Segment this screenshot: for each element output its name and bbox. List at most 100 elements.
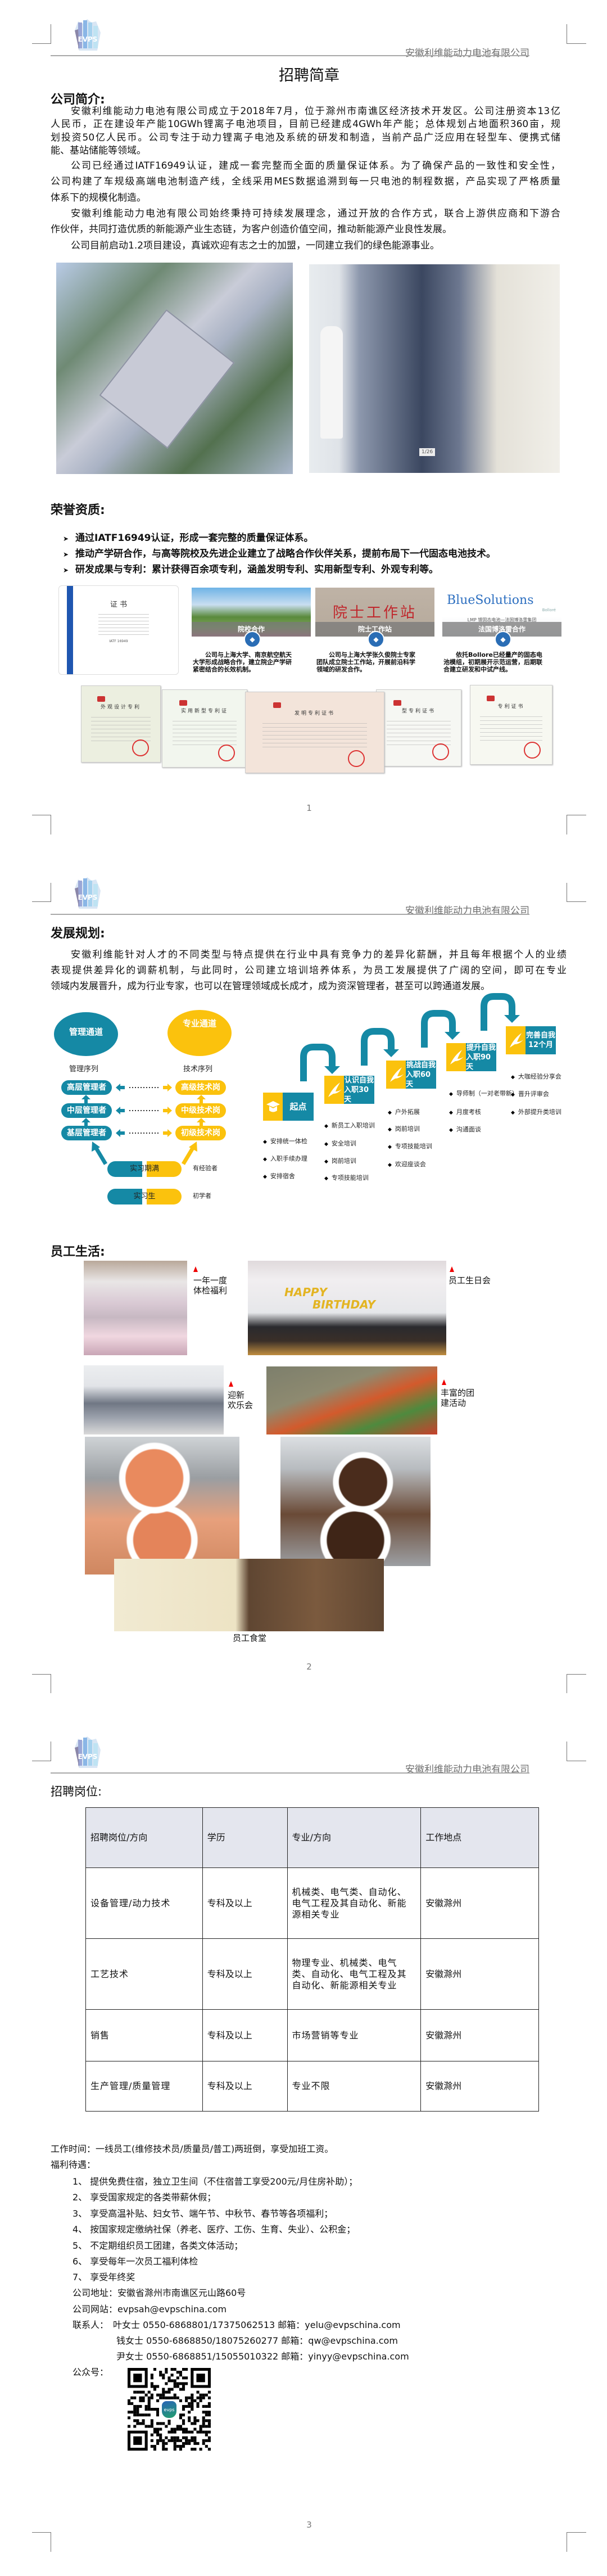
step-activity: 安全培训 [324,1139,356,1148]
factory-building [99,309,235,449]
shrimp-dish-photo [85,1437,239,1575]
step-duration: 入职90天 [466,1053,491,1071]
bollore-brand: Bolloré [542,608,556,612]
crop-mark [32,883,51,902]
patent-logo-icon [393,700,401,706]
benefit-item: 5、 不定期组织员工团建，各类文体活动； [73,2240,243,2251]
left-arrow-icon [116,1129,125,1137]
diagonal-arrow-icon [92,1142,108,1165]
evps-logo: EVPS [70,876,104,912]
table-row: 工艺技术专科及以上物理专业、机械类、电气类、自动化、电气工程及其自动化、新能源相… [85,1938,539,2010]
red-triangle-icon [442,1379,446,1385]
crop-mark [32,2532,51,2552]
step-box: 提升自我入职90天 [446,1043,496,1071]
benefit-item: 3、 享受高温补贴、妇女节、端午节、中秋节、春节等各项福利； [73,2208,333,2219]
benefit-item: 2、 享受国家规定的各类带薪休假； [73,2192,216,2203]
seal-icon [432,743,449,760]
page-number: 1 [306,803,312,813]
swallow-icon [386,1061,406,1089]
patent-title: 外观设计专利 [100,705,141,710]
crop-mark [32,24,51,44]
column-header: 专业/方向 [287,1807,422,1868]
qr-center-logo: evps [159,2399,179,2420]
step-box: 认识自我入职30天 [324,1076,374,1104]
benefit-item: 7、 享受年终奖 [73,2272,135,2283]
step-text: 挑战自我入职60天 [406,1061,436,1089]
welcome-party-photo [84,1365,224,1434]
work-time: 工作时间：一线员工(维修技术员/质量员/普工)两班倒，享受加班工资。 [51,2144,334,2154]
patent-certificate: 发明专利证书 [245,692,384,773]
intro-line: 安徽利维能动力电池有限公司成立于2018年7月，位于滁州市南谯区经济技术开发区。… [71,106,560,117]
intro-line: 公司构建了车规级高端电池制造产线，全线采用MES数据追溯到每一只电池的制程数据，… [51,176,560,187]
crop-mark [567,24,586,44]
crop-mark [567,1674,586,1693]
evps-logo: EVPS [70,18,104,54]
patent-certificate: 专利证书 [470,685,552,765]
honor-item: ➤研发成果与专利：累计获得百余项专利，涵盖发明专利、实用新型专利、外观专利等。 [63,561,438,575]
step-title: 起点 [289,1101,307,1112]
step-activity: 岗前培训 [388,1124,420,1133]
wechat-qr-code[interactable]: evps [128,2368,211,2451]
professional-channel-circle: 专业通道 [167,1010,232,1056]
crop-mark [32,1674,51,1693]
right-arrow-icon [163,1129,172,1137]
honors-heading: 荣誉资质: [51,503,105,517]
partner-photo: 院士工作站院士工作站 [315,588,434,637]
step-title: 提升自我 [466,1043,496,1052]
step-activity: 户外拓展 [388,1107,420,1116]
curved-arrow-icon [300,1044,336,1081]
graduation-cap-icon [263,1093,283,1121]
birthday-label: 员工生日会 [449,1275,491,1285]
honor-text: 研发成果与专利：累计获得百余项专利，涵盖发明专利、实用新型专利、外观专利等。 [75,564,438,575]
plan-line: 安徽利维能针对人才的不同类型与特点提供在行业中具有竞争力的差异化薪酬，并且每年根… [71,949,567,960]
patent-text [90,717,151,742]
red-triangle-icon [193,1266,198,1272]
patent-title: 专利证书 [497,704,525,710]
life-heading: 员工生活: [51,1245,105,1259]
svg-text:EVPS: EVPS [78,894,98,901]
honor-item: ➤推动产学研合作，与高等院校及先进企业建立了战略合作伙伴关系，提前布局下一代固态… [63,545,496,560]
partner-caption: 公司与上海大学、南京航空航天大学形成战略合作，建立院企产学研紧密结合的长效机制。 [193,651,292,673]
patent-title: 型专利证书 [401,709,436,714]
bluesolutions-brand: BlueSolutions [447,593,534,607]
step-activity: 入职手续办理 [263,1154,307,1163]
benefit-item: 4、 按国家规定缴纳社保（养老、医疗、工伤、生育、失业）、公积金； [73,2224,356,2235]
factory-aerial-photo [56,263,293,474]
label-line: 体检福利 [193,1285,228,1296]
benefit-item: 6、 享受每年一次员工福利体检 [73,2256,198,2267]
column-header: 学历 [202,1807,288,1868]
entry-stage-pill: 实习生 [107,1189,182,1204]
step-activity: 大咖经验分享会 [511,1072,561,1081]
svg-text:EVPS: EVPS [78,35,98,43]
table-cell: 专科及以上 [202,1938,288,2010]
seal-icon [523,742,541,759]
label-line: 迎新 [228,1390,245,1400]
label-line: 建活动 [441,1398,466,1408]
patent-title: 实用新型专利证 [180,709,228,714]
step-duration: 入职60天 [406,1070,431,1089]
intro-line: 人民币，正在建设年产能10GWh锂离子电池项目，目前已经建成4GWh年产能；总体… [51,119,560,130]
curved-arrow-icon [421,1010,456,1048]
table-cell: 物理专业、机械类、电气类、自动化、电气工程及其自动化、新能源相关专业 [287,1938,422,2010]
table-row: 生产管理/质量管理专科及以上专业不限安徽滁州 [85,2061,539,2112]
bird-icon [506,1026,526,1054]
step-duration: 入职30天 [344,1085,369,1104]
wechat-label: 公众号： [73,2367,109,2378]
management-level: 中层管理者 [61,1103,112,1118]
partner-photo: 院校合作 [192,588,311,637]
management-level: 高层管理者 [61,1080,112,1095]
left-arrow-icon [116,1084,125,1091]
partner-badge-icon: ◆ [244,631,261,648]
step-activity: 晋升评审会 [511,1089,549,1098]
patent-title: 发明专利证书 [294,711,335,716]
intro-heading: 公司简介: [51,93,105,107]
banner-line: HAPPY [284,1285,328,1299]
worker-figure [320,326,343,439]
intro-line: 公司目前启动1.2项目建设，真诚欢迎有志之士的加盟，一同建立我们的绿色能源事业。 [71,240,440,251]
step-activity: 专项技能培训 [324,1173,369,1182]
management-level: 基层管理者 [61,1126,112,1140]
patent-certificate: 外观设计专利 [81,685,161,763]
certificate-standard: IATF 16949 [109,639,128,643]
